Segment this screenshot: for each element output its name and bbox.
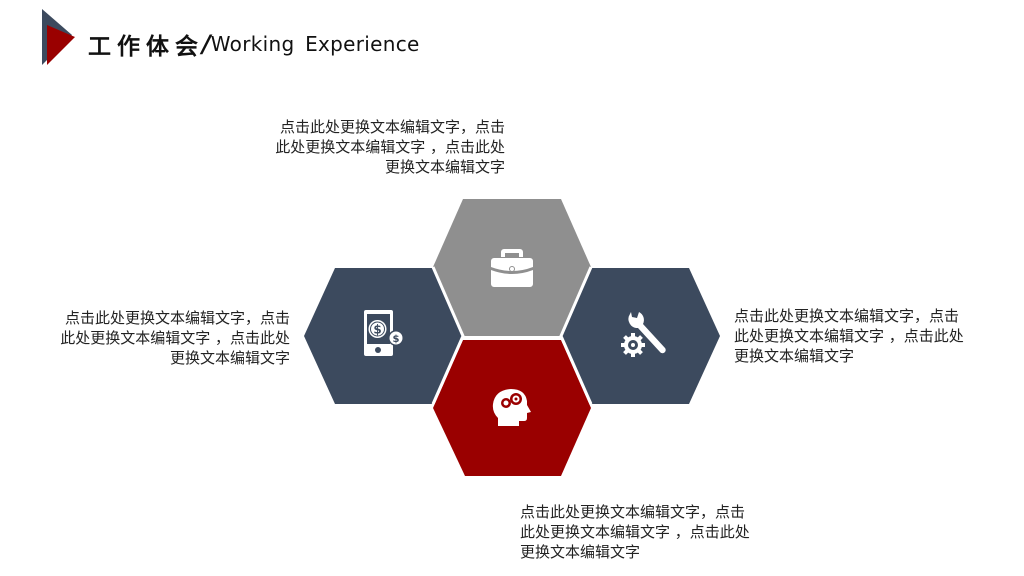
title-english: Working Experience xyxy=(210,32,420,56)
description-line: 点击此处更换文本编辑文字，点击 xyxy=(64,309,290,327)
logo-triangle-icon xyxy=(42,9,75,65)
description-line: 更换文本编辑文字 xyxy=(520,543,641,561)
description-line: 更换文本编辑文字 xyxy=(734,347,855,365)
description-line: 此处更换文本编辑文字 ，点击此处 xyxy=(60,329,290,347)
hexagon-separators xyxy=(431,266,593,405)
mobile-payment-icon: $ $ xyxy=(364,310,404,356)
svg-text:$: $ xyxy=(393,334,400,345)
description-line: 更换文本编辑文字 xyxy=(169,349,290,367)
title-chinese: 工作体会 xyxy=(88,34,204,60)
wrench-gear-icon xyxy=(621,312,666,357)
description-line: 此处更换文本编辑文字 ，点击此处 xyxy=(520,523,750,541)
briefcase-icon xyxy=(491,249,533,287)
title-slash: / xyxy=(202,30,211,58)
description-line: 点击此处更换文本编辑文字，点击 xyxy=(520,503,746,521)
description-line: 此处更换文本编辑文字 ，点击此处 xyxy=(734,327,964,345)
description-line: 此处更换文本编辑文字 ，点击此处 xyxy=(275,138,505,156)
description-line: 点击此处更换文本编辑文字，点击 xyxy=(734,307,960,325)
description-top: 点击此处更换文本编辑文字，点击 此处更换文本编辑文字 ，点击此处 更换文本编辑文… xyxy=(235,117,505,177)
svg-text:$: $ xyxy=(373,323,381,337)
description-left: 点击此处更换文本编辑文字，点击 此处更换文本编辑文字 ，点击此处 更换文本编辑文… xyxy=(20,308,290,368)
description-line: 点击此处更换文本编辑文字，点击 xyxy=(279,118,505,136)
page-title: 工作体会 / Working Experience xyxy=(88,26,420,62)
description-line: 更换文本编辑文字 xyxy=(384,158,505,176)
description-right: 点击此处更换文本编辑文字，点击 此处更换文本编辑文字 ，点击此处 更换文本编辑文… xyxy=(734,306,1004,366)
head-gears-icon xyxy=(492,389,531,426)
description-bottom: 点击此处更换文本编辑文字，点击 此处更换文本编辑文字 ，点击此处 更换文本编辑文… xyxy=(520,502,790,562)
